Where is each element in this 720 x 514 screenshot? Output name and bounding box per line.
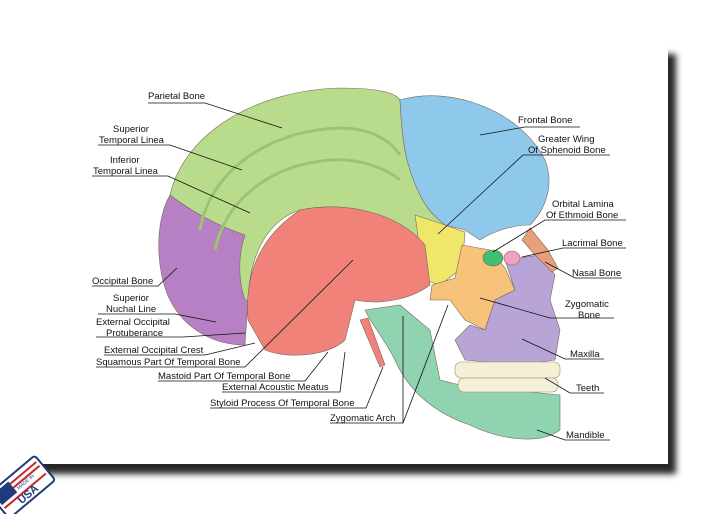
- label-ext-occipital-protuberance-2: Protuberance: [106, 328, 163, 339]
- label-teeth: Teeth: [576, 383, 599, 394]
- teeth-row: [454, 361, 561, 393]
- label-maxilla: Maxilla: [570, 349, 600, 360]
- label-mastoid-temporal: Mastoid Part Of Temporal Bone: [158, 371, 290, 382]
- label-greater-wing-1: Greater Wing: [538, 134, 595, 145]
- label-superior-temporal-line-2: Temporal Linea: [99, 135, 165, 146]
- label-styloid-process: Styloid Process Of Temporal Bone: [210, 398, 355, 409]
- styloid-process: [359, 317, 386, 368]
- mandible-bone: [364, 304, 561, 440]
- label-inferior-temporal-line-1: Inferior: [110, 155, 140, 166]
- label-squamous-temporal: Squamous Part Of Temporal Bone: [96, 357, 241, 368]
- label-orbital-lamina-2: Of Ethmoid Bone: [546, 210, 618, 221]
- label-lacrimal-bone: Lacrimal Bone: [562, 238, 623, 249]
- label-mandible: Mandible: [566, 430, 605, 441]
- ethmoid-bone: [482, 249, 504, 267]
- label-zygomatic-arch: Zygomatic Arch: [330, 413, 395, 424]
- label-nasal-bone: Nasal Bone: [572, 268, 621, 279]
- label-greater-wing-2: Of Sphenoid Bone: [528, 145, 606, 156]
- superior-temporal-line: [198, 126, 402, 231]
- label-occipital-bone: Occipital Bone: [92, 276, 153, 287]
- label-superior-nuchal-line-1: Superior: [113, 293, 149, 304]
- temporal-bone: [247, 206, 431, 356]
- label-inferior-temporal-line-2: Temporal Linea: [93, 166, 159, 177]
- label-frontal-bone: Frontal Bone: [518, 115, 572, 126]
- lacrimal-bone: [503, 250, 521, 266]
- frontal-bone: [399, 95, 550, 241]
- leader-lines: [92, 102, 626, 441]
- label-external-occipital-crest: External Occipital Crest: [104, 345, 204, 356]
- label-zygomatic-bone-2: Bone: [578, 310, 600, 321]
- label-zygomatic-bone-1: Zygomatic: [565, 299, 609, 310]
- label-parietal-bone: Parietal Bone: [148, 91, 205, 102]
- inferior-temporal-line: [213, 158, 401, 251]
- label-external-acoustic-meatus: External Acoustic Meatus: [222, 382, 329, 393]
- label-ext-occipital-protuberance-1: External Occipital: [96, 317, 170, 328]
- flag-icon: [0, 481, 18, 506]
- label-orbital-lamina-1: Orbital Lamina: [552, 199, 614, 210]
- label-superior-temporal-line-1: Superior: [113, 124, 149, 135]
- made-in-usa-badge: MADE IN USA: [0, 455, 56, 514]
- nasal-bone: [521, 227, 559, 273]
- label-superior-nuchal-line-2: Nuchal Line: [106, 304, 156, 315]
